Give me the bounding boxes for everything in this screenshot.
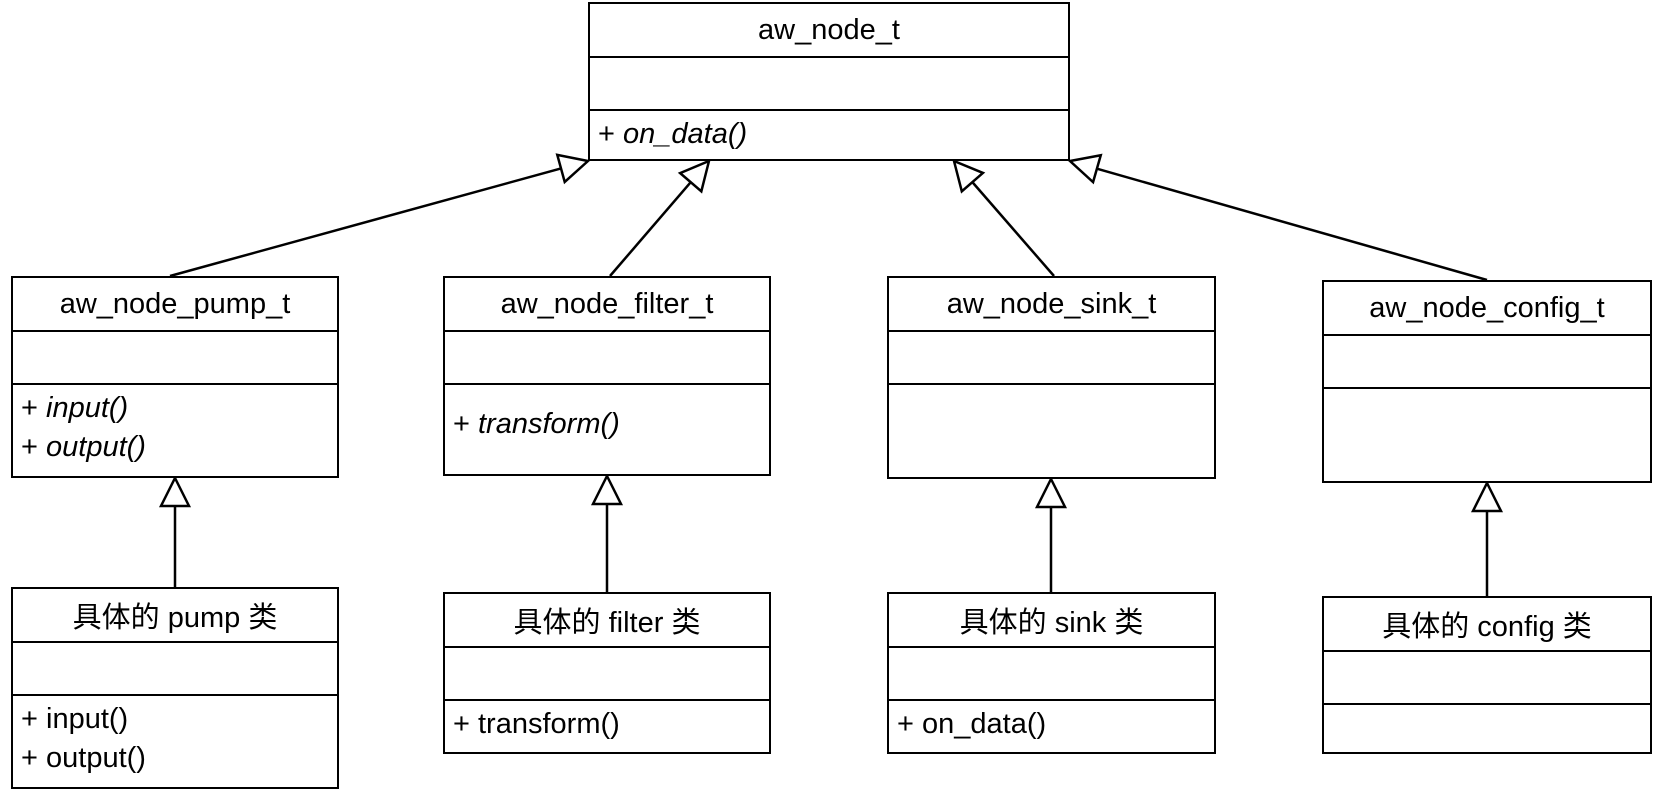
visibility-public: + [21,392,38,424]
generalization-line [169,167,562,278]
class-box-concrete_config: 具体的 config 类 [1322,596,1652,754]
generalization-arrowhead-icon [1470,480,1504,513]
operation-item: + on_data() [897,705,1214,744]
operation-name: transform() [478,408,620,440]
class-operations-compartment [889,385,1214,481]
class-box-aw_node_filter_t: aw_node_filter_t + transform() [443,276,771,476]
class-name: aw_node_t [590,4,1068,58]
generalization-arrowhead-icon [952,158,986,194]
class-name: aw_node_pump_t [13,278,337,332]
operation-name: input() [46,392,129,424]
generalization-aw_node_config_t-to-aw_node_t [1067,153,1488,282]
generalization-line [971,181,1055,277]
generalization-line [609,181,692,277]
visibility-public: + [21,703,38,735]
generalization-arrowhead-icon [555,153,591,185]
class-attributes-compartment [445,648,769,701]
class-attributes-compartment [889,332,1214,385]
operation-name: transform() [478,708,620,740]
visibility-public: + [453,708,470,740]
class-name: 具体的 config 类 [1324,598,1650,652]
generalization-concrete_filter-to-aw_node_filter_t [590,473,624,592]
operation-item: + transform() [453,405,769,444]
class-operations-compartment: + on_data() [889,701,1214,756]
class-name: aw_node_config_t [1324,282,1650,336]
generalization-arrowhead-icon [590,473,624,506]
operation-item: + on_data() [598,115,1068,154]
operation-name: output() [46,431,146,463]
generalization-concrete_config-to-aw_node_config_t [1470,480,1504,596]
visibility-public: + [21,431,38,463]
generalization-arrowhead-icon [1034,476,1068,509]
class-box-concrete_sink: 具体的 sink 类 + on_data() [887,592,1216,754]
class-operations-compartment: + on_data() [590,111,1068,163]
generalization-concrete_sink-to-aw_node_sink_t [1034,476,1068,592]
operation-item: + transform() [453,705,769,744]
operation-name: on_data() [922,708,1047,740]
class-box-aw_node_pump_t: aw_node_pump_t+ input()+ output() [11,276,339,478]
operation-name: on_data() [623,118,748,150]
class-attributes-compartment [1324,336,1650,389]
generalization-concrete_pump-to-aw_node_pump_t [158,475,192,587]
class-box-concrete_filter: 具体的 filter 类 + transform() [443,592,771,754]
class-box-aw_node_t: aw_node_t + on_data() [588,2,1070,161]
generalization-aw_node_pump_t-to-aw_node_t [169,153,591,278]
operation-item: + output() [21,428,337,467]
class-attributes-compartment [13,332,337,385]
class-operations-compartment [1324,705,1650,756]
generalization-aw_node_sink_t-to-aw_node_t [952,158,1055,277]
class-box-aw_node_config_t: aw_node_config_t [1322,280,1652,483]
class-attributes-compartment [590,58,1068,111]
operation-item: + input() [21,700,337,739]
class-attributes-compartment [1324,652,1650,705]
generalization-line [1096,167,1488,282]
generalization-arrowhead-icon [158,475,192,508]
operation-item: + output() [21,739,337,778]
class-operations-compartment: + input()+ output() [13,385,337,480]
class-name: 具体的 filter 类 [445,594,769,648]
class-box-concrete_pump: 具体的 pump 类+ input()+ output() [11,587,339,789]
class-name: aw_node_filter_t [445,278,769,332]
generalization-arrowhead-icon [677,158,711,194]
class-attributes-compartment [445,332,769,385]
visibility-public: + [598,118,615,150]
operation-name: output() [46,742,146,774]
class-attributes-compartment [13,643,337,696]
class-operations-compartment: + input()+ output() [13,696,337,791]
operation-name: input() [46,703,129,735]
class-attributes-compartment [889,648,1214,701]
generalization-aw_node_filter_t-to-aw_node_t [609,158,711,277]
class-operations-compartment [1324,389,1650,485]
operation-item: + input() [21,389,337,428]
class-name: aw_node_sink_t [889,278,1214,332]
visibility-public: + [897,708,914,740]
class-operations-compartment: + transform() [445,701,769,756]
class-name: 具体的 pump 类 [13,589,337,643]
class-operations-compartment: + transform() [445,385,769,478]
visibility-public: + [21,742,38,774]
class-box-aw_node_sink_t: aw_node_sink_t [887,276,1216,479]
class-name: 具体的 sink 类 [889,594,1214,648]
visibility-public: + [453,408,470,440]
generalization-arrowhead-icon [1067,153,1103,185]
